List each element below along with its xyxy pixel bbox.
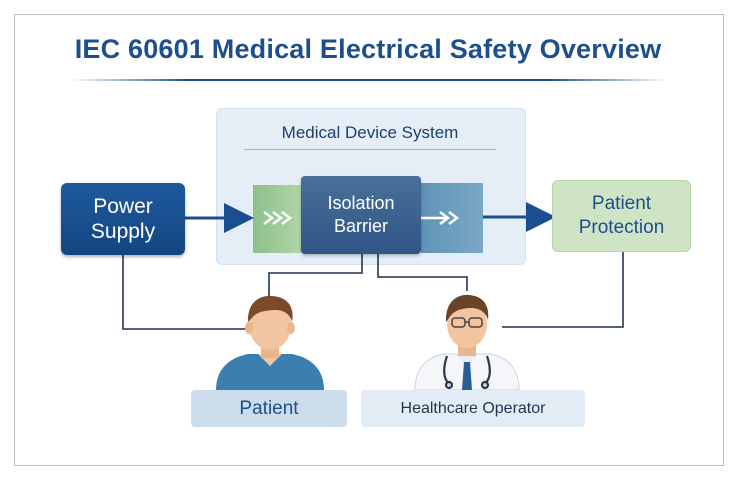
flow-chevrons-left: [263, 211, 293, 225]
stethoscope-icon: [443, 355, 491, 390]
power-supply-label-2: Supply: [90, 220, 156, 243]
isolation-barrier-label-1: Isolation: [327, 193, 395, 213]
patient-protection-label-2: Protection: [578, 217, 665, 238]
power-supply-box: Power Supply: [61, 183, 185, 255]
diagram-title: IEC 60601 Medical Electrical Safety Over…: [74, 34, 662, 64]
patient-protection-box: Patient Protection: [552, 180, 691, 252]
patient-label: Patient: [239, 397, 299, 419]
power-supply-label-1: Power: [93, 195, 153, 218]
medical-device-system-title: Medical Device System: [281, 123, 459, 142]
isolation-barrier-box: Isolation Barrier: [301, 176, 421, 254]
isolation-to-patient-line: [268, 254, 363, 296]
flow-arrow-right: [421, 211, 460, 225]
operator-label: Healthcare Operator: [400, 399, 546, 417]
patient-label-box: Patient: [191, 390, 347, 427]
title-underline: [70, 79, 668, 81]
patient-avatar-icon: [216, 295, 324, 390]
isolation-barrier-label-2: Barrier: [333, 216, 388, 236]
protection-to-operator-line: [502, 250, 624, 328]
operator-label-box: Healthcare Operator: [361, 390, 585, 427]
patient-protection-label-1: Patient: [591, 193, 652, 214]
power-to-patient-line: [122, 255, 247, 330]
isolation-to-operator-line: [377, 254, 468, 291]
system-title-underline: [244, 149, 496, 150]
doctor-avatar-icon: [414, 294, 520, 390]
